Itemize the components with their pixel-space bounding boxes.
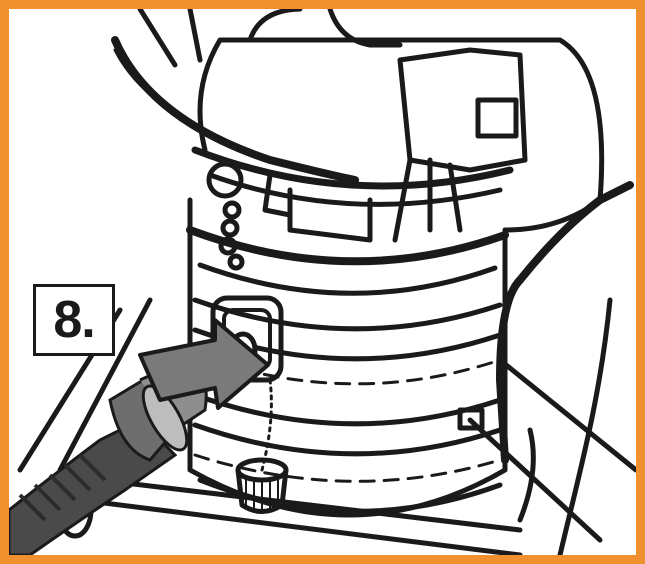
dangling-cap [235,457,289,514]
carry-handle [111,9,359,184]
motor-head [191,9,605,243]
frame-bar [457,181,634,523]
trolley-frame [17,297,636,555]
latch-clamp [392,47,528,243]
insert-direction-arrow-icon [138,318,270,410]
step-number: 8. [53,291,95,349]
vacuum-illustration [9,9,636,555]
step-number-box: 8. [33,284,115,356]
